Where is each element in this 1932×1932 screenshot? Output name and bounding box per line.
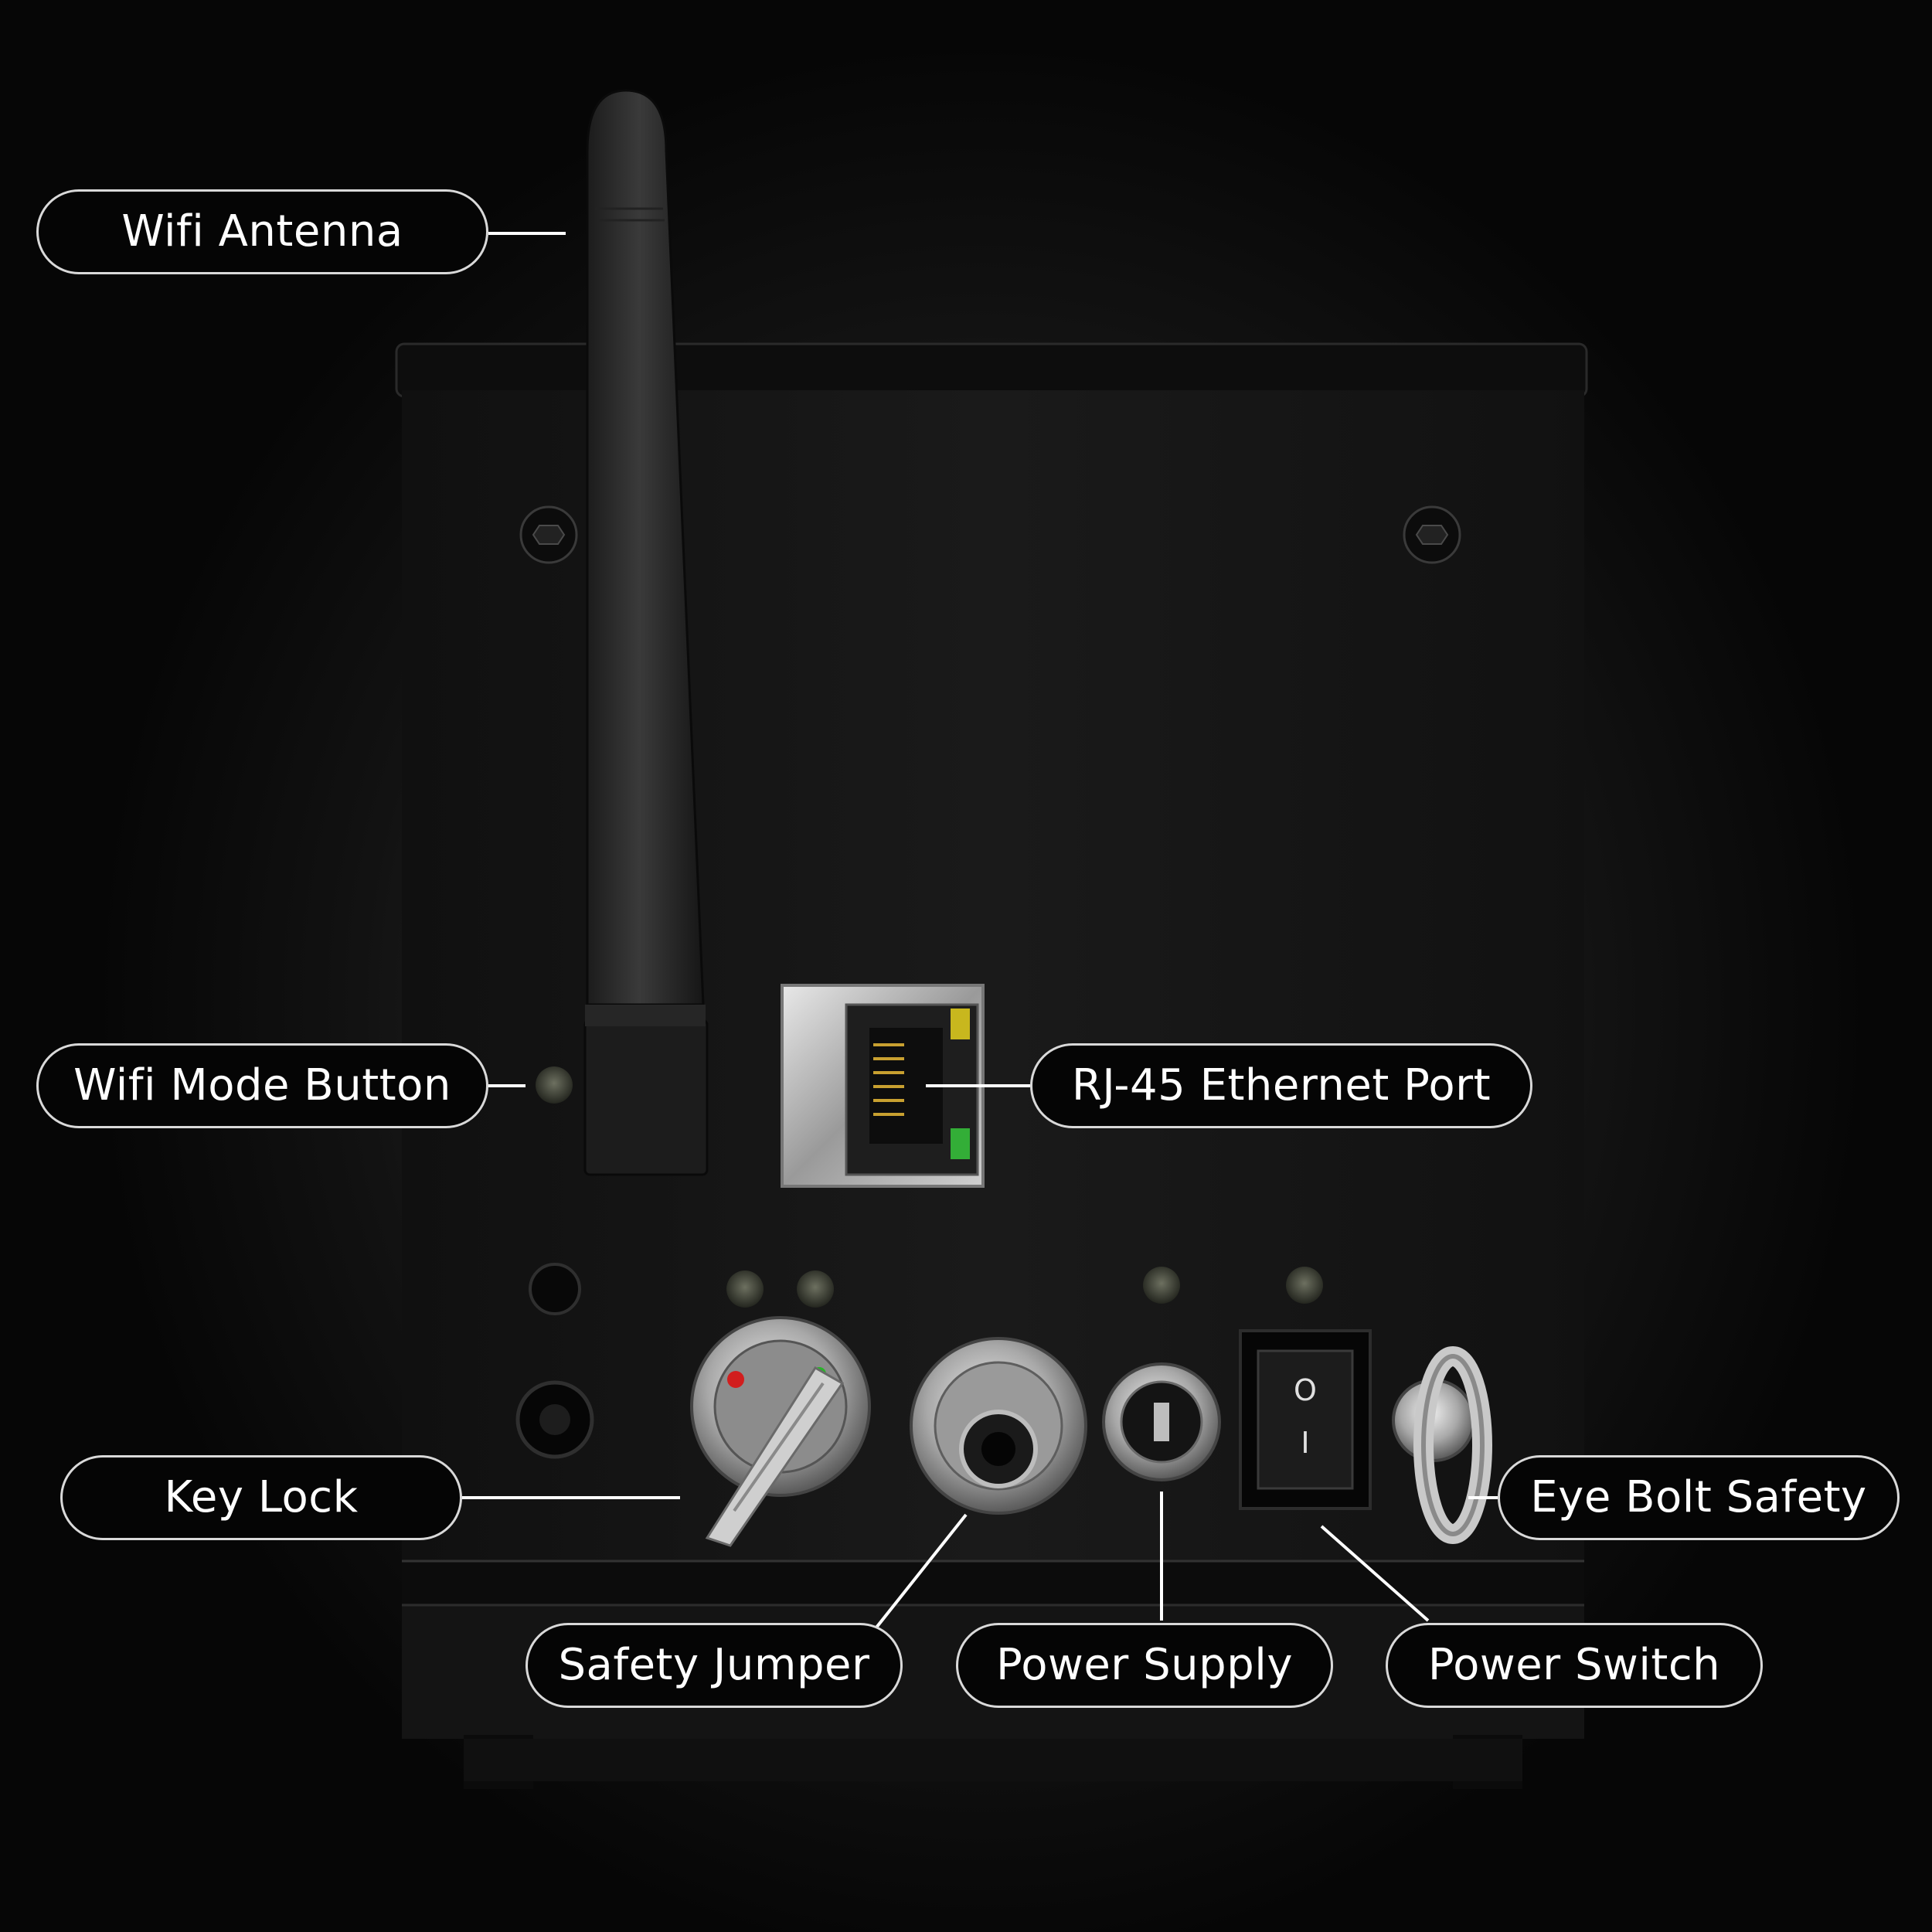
switch-off-mark: O [1294,1373,1317,1407]
wifi-mode-button[interactable] [536,1066,573,1104]
switch-on-mark: I [1301,1426,1309,1460]
power-supply-jack[interactable] [1102,1362,1221,1481]
key-lock[interactable] [690,1316,871,1547]
callout-safety-jumper: Safety Jumper [526,1623,903,1708]
callout-wifi-mode-button: Wifi Mode Button [36,1043,488,1128]
wifi-antenna [583,89,709,1176]
callout-wifi-antenna: Wifi Antenna [36,189,488,274]
audio-jack[interactable] [515,1380,594,1459]
callout-key-lock: Key Lock [60,1455,462,1540]
rj45-ethernet-port[interactable] [781,984,985,1188]
callout-power-supply: Power Supply [956,1623,1333,1708]
activity-led-green [951,1128,970,1159]
eye-bolt[interactable] [1392,1346,1492,1544]
rj45-contacts [873,1043,904,1116]
key-indicator-red [727,1371,744,1388]
top-right-screw [1403,505,1461,564]
top-left-screw [519,505,578,564]
link-led-yellow [951,1009,970,1039]
callout-eye-bolt-safety: Eye Bolt Safety [1498,1455,1900,1540]
callout-rj45-ethernet-port: RJ-45 Ethernet Port [1030,1043,1532,1128]
power-switch[interactable]: O I [1239,1329,1372,1510]
status-leds [726,1267,1323,1308]
safety-jumper-connector[interactable] [910,1337,1087,1515]
callout-power-switch: Power Switch [1386,1623,1763,1708]
reset-button[interactable] [529,1263,581,1315]
